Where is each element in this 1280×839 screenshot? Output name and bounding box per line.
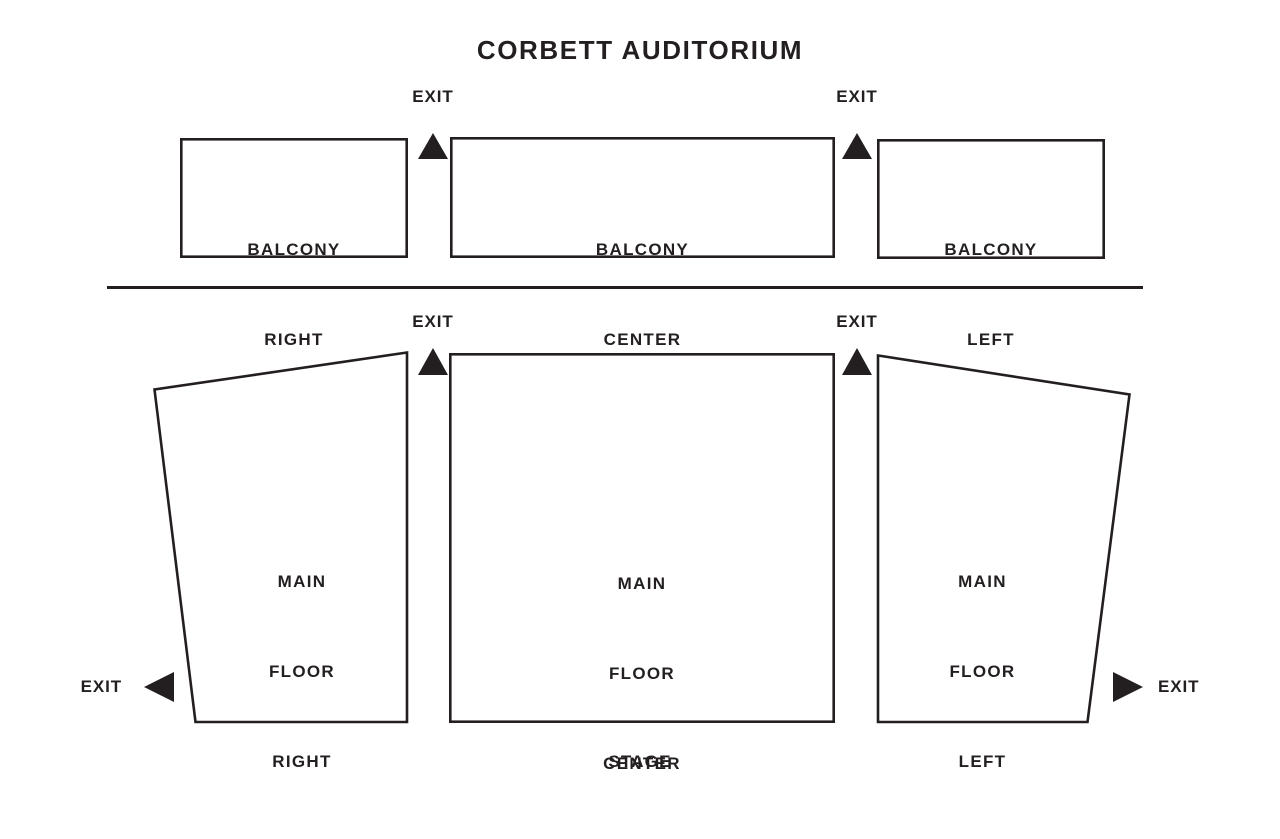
exit-label-floor-left-aisle[interactable]: EXIT — [412, 312, 454, 331]
exit-label-far-right[interactable]: EXIT — [1158, 677, 1200, 696]
section-label-balcony-right: BALCONY RIGHT — [180, 175, 408, 415]
section-label-line-2: LEFT — [967, 330, 1015, 349]
section-shape-main-floor-center[interactable] — [448, 352, 835, 723]
exit-label-far-left[interactable]: EXIT — [80, 677, 122, 696]
exit-label-floor-right-aisle[interactable]: EXIT — [836, 312, 878, 331]
triangle-up-icon-floor-right-aisle[interactable] — [842, 348, 872, 375]
section-label-line-1: BALCONY — [944, 240, 1038, 259]
seating-chart: CORBETT AUDITORIUM BALCONY RIGHT BALCONY… — [80, 35, 1200, 773]
section-label-line-1: MAIN — [277, 572, 327, 591]
section-label-line-1: BALCONY — [595, 240, 690, 259]
section-shape-balcony-left[interactable] — [876, 139, 1105, 260]
section-label-line-3: CENTER — [603, 754, 681, 773]
section-shape-balcony-center[interactable] — [449, 137, 835, 259]
section-label-line-2: FLOOR — [269, 662, 335, 681]
section-label-line-3: LEFT — [958, 752, 1007, 771]
section-shape-balcony-right[interactable] — [180, 138, 408, 259]
seating-chart-graphics — [107, 133, 1143, 724]
section-label-line-2: FLOOR — [949, 662, 1016, 681]
triangle-left-icon-far-left[interactable] — [144, 672, 174, 702]
section-label-main-floor-center: MAIN FLOOR CENTER — [449, 509, 835, 839]
triangle-right-icon-far-right[interactable] — [1113, 672, 1143, 702]
section-label-main-floor-right: MAIN FLOOR RIGHT — [196, 507, 408, 837]
section-label-line-1: MAIN — [617, 574, 667, 593]
section-label-line-1: BALCONY — [247, 240, 341, 259]
exit-label-balcony-right-aisle[interactable]: EXIT — [836, 87, 878, 106]
section-label-balcony-center: BALCONY CENTER — [450, 175, 835, 415]
page-title: CORBETT AUDITORIUM — [476, 35, 804, 65]
section-label-line-2: CENTER — [603, 330, 682, 349]
triangle-up-icon-floor-left-aisle[interactable] — [418, 348, 448, 375]
section-label-line-2: FLOOR — [609, 664, 675, 683]
triangle-up-icon-balcony-right-aisle[interactable] — [842, 133, 872, 159]
section-label-main-floor-left: MAIN FLOOR LEFT — [877, 507, 1088, 837]
section-shape-main-floor-left[interactable] — [876, 353, 1131, 724]
section-label-line-3: RIGHT — [272, 752, 332, 771]
triangle-up-icon-balcony-left-aisle[interactable] — [418, 133, 448, 159]
section-label-balcony-left: BALCONY LEFT — [877, 175, 1105, 415]
exit-label-balcony-left-aisle[interactable]: EXIT — [412, 87, 454, 106]
section-label-line-1: MAIN — [958, 572, 1007, 591]
stage-label: STAGE — [608, 752, 672, 771]
section-shape-main-floor-right[interactable] — [153, 350, 409, 724]
section-label-line-2: RIGHT — [264, 330, 324, 349]
